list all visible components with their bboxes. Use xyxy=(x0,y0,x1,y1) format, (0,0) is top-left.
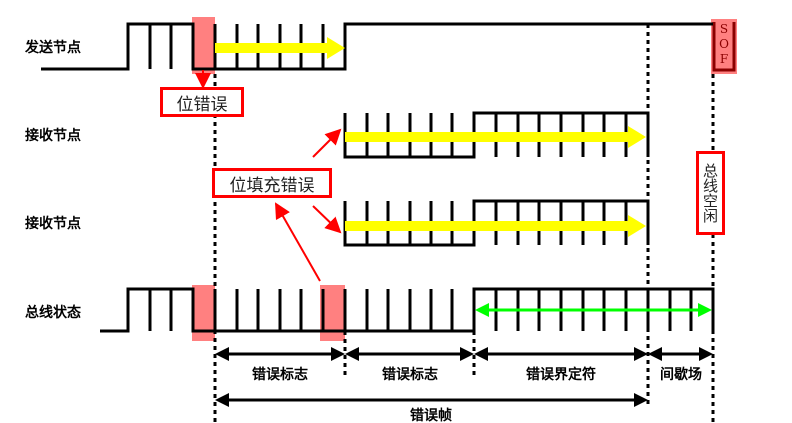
sof-label: S O F xyxy=(714,22,734,67)
sender-arrow xyxy=(215,37,345,59)
row-label-receiver-1: 接收节点 xyxy=(25,128,81,144)
segment-error-flag-2: 错误标志 xyxy=(382,367,438,383)
bit-error-highlight xyxy=(192,17,215,74)
stuff-error-pointer-arrow xyxy=(312,128,342,158)
receiver-1-arrow xyxy=(345,126,646,148)
error-frame-span-head xyxy=(215,393,229,407)
sender-waveform xyxy=(41,22,713,71)
error-frame-span-head xyxy=(634,393,648,407)
stuff-error-pointer-arrow xyxy=(312,205,342,234)
error-flag-1-span-head xyxy=(215,347,229,361)
segment-error-flag-1: 错误标志 xyxy=(252,367,308,383)
row-label-sender: 发送节点 xyxy=(25,40,81,56)
intermission-span-head xyxy=(699,347,713,361)
sof-letter: F xyxy=(719,52,729,66)
segment-error-delimiter: 错误界定符 xyxy=(526,367,596,383)
bus-bit-error-highlight xyxy=(192,285,215,341)
stuff-error-pointer-arrow xyxy=(275,202,321,282)
error-flag-2-span-head xyxy=(460,347,474,361)
intermission-span-head xyxy=(648,347,662,361)
error-flag-2-span-head xyxy=(345,347,359,361)
sof-letter: S xyxy=(719,22,729,36)
bus-idle-green-arrow-head xyxy=(698,303,712,317)
bus-waveform xyxy=(100,287,715,333)
bit-error-callout: 位错误 xyxy=(160,87,244,117)
row-label-receiver-2: 接收节点 xyxy=(25,216,81,232)
error-flag-1-span-head xyxy=(331,347,345,361)
segment-error-frame: 错误帧 xyxy=(410,408,452,423)
bus-idle-callout: 总线空闲 xyxy=(696,151,725,235)
error-delimiter-span-head xyxy=(634,347,648,361)
bus-idle-green-arrow-head xyxy=(475,303,489,317)
sof-outline xyxy=(712,22,736,72)
stuff-error-callout: 位填充错误 xyxy=(212,168,332,198)
receiver-2-arrow xyxy=(345,215,646,237)
segment-intermission: 间歇场 xyxy=(660,367,702,383)
row-label-bus: 总线状态 xyxy=(25,305,81,321)
error-delimiter-span-head xyxy=(474,347,488,361)
sof-letter: O xyxy=(719,37,729,51)
